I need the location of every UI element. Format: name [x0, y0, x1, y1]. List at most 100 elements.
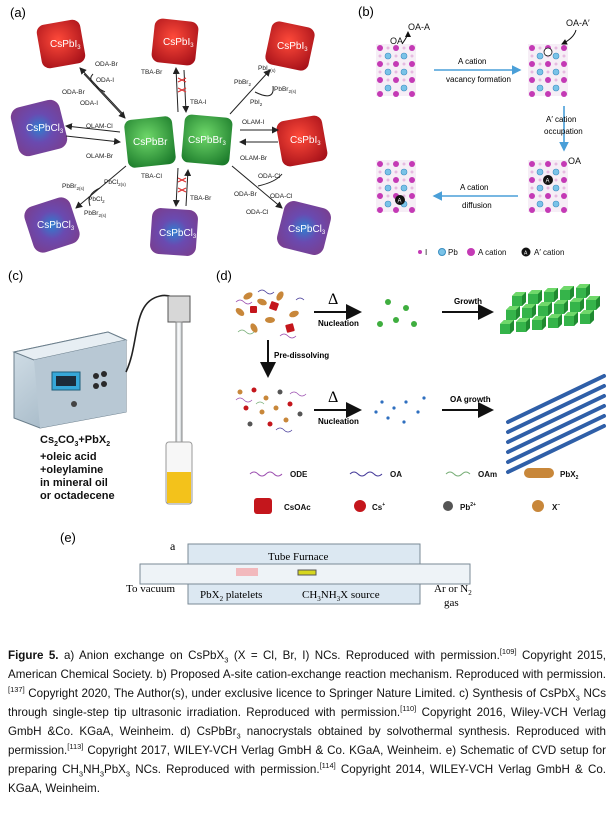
reaction-vial	[165, 441, 193, 505]
recipe-text: Cs2CO3+PbX2 +oleic acid +oleylamine in m…	[40, 434, 115, 503]
panel-b-legend: I Pb A cation A A′ cation	[418, 247, 564, 257]
nucleation-top: Nucleation	[318, 319, 359, 328]
crystal-cspbcl3-bottom: CsPbCl3	[150, 208, 198, 256]
svg-text:CsPbI3: CsPbI3	[277, 41, 308, 53]
svg-text:PbI2: PbI2	[250, 99, 263, 107]
svg-text:X−: X−	[552, 502, 560, 512]
crystal-cspbi3-top: CsPbI3	[151, 18, 199, 66]
svg-text:TBA-Br: TBA-Br	[190, 195, 212, 202]
nucleation-bottom: Nucleation	[318, 417, 359, 426]
crystal-cspbcl3-bottomright: CsPbCl3	[277, 201, 331, 255]
step3-top: A cation	[460, 183, 488, 192]
svg-text:A: A	[398, 199, 402, 205]
svg-text:CsPbI3: CsPbI3	[290, 135, 321, 147]
svg-text:TBA-I: TBA-I	[190, 99, 207, 106]
crystal-cspbcl3-bottomleft: CsPbCl3	[24, 197, 80, 253]
svg-text:ODA-Br: ODA-Br	[62, 89, 86, 96]
svg-text:PbBr2(s): PbBr2(s)	[84, 210, 107, 218]
svg-text:ODA-Cl: ODA-Cl	[270, 193, 293, 200]
panel-e-figure: (e) a Tube Furnace To vacuum PbX2 platel…	[60, 530, 472, 609]
delta-top: Δ	[328, 291, 338, 308]
nanocube-array	[500, 284, 600, 334]
svg-text:TBA-Br: TBA-Br	[141, 69, 163, 76]
svg-text:CsPbCl3: CsPbCl3	[159, 228, 197, 240]
svg-text:ODA-Br: ODA-Br	[95, 61, 119, 68]
svg-text:A: A	[546, 179, 550, 185]
step2-bottom: occupation	[544, 127, 583, 136]
probe-tip	[175, 321, 183, 459]
to-vacuum-label: To vacuum	[126, 583, 175, 595]
svg-text:I: I	[425, 248, 427, 257]
svg-text:ODA-Cl: ODA-Cl	[246, 209, 269, 216]
precursor-mixture-top	[235, 289, 305, 339]
delta-bottom: Δ	[328, 389, 338, 406]
svg-text:CsPbCl3: CsPbCl3	[37, 220, 75, 232]
svg-text:ODA-Br: ODA-Br	[234, 191, 258, 198]
svg-text:Pb2+: Pb2+	[460, 502, 476, 512]
svg-text:OA: OA	[390, 470, 402, 479]
svg-text:OLAM-Br: OLAM-Br	[86, 153, 114, 160]
crystal-cspbi3-topright: CsPbI3	[265, 21, 315, 71]
svg-text:CsPbI3: CsPbI3	[50, 39, 81, 51]
svg-text:A: A	[524, 251, 528, 257]
crystal-cspbbr3-left: CsPbBr	[124, 116, 176, 168]
svg-text:OLAM-Br: OLAM-Br	[240, 155, 268, 162]
lattice-occupation	[527, 159, 569, 214]
panel-a-reagent-labels: ODA-Br ODA-I ODA-Br ODA-I TBA-Br TBA-I P…	[62, 61, 297, 218]
oa-a-label: OA-A	[408, 22, 430, 32]
panel-a-figure: (a) CsPbI3 CsPbI3 CsPbI3 CsPbI3 CsPbCl3 …	[10, 5, 331, 256]
svg-text:A′ cation: A′ cation	[534, 248, 564, 257]
svg-text:PbX2: PbX2	[560, 470, 579, 481]
nuclei-bottom	[374, 396, 426, 424]
step1-top: A cation	[458, 57, 486, 66]
crystal-cspbcl3-left: CsPbCl3	[10, 99, 68, 157]
svg-text:CsPbI3: CsPbI3	[163, 37, 194, 49]
svg-text:PbCl2(s): PbCl2(s)	[104, 179, 126, 187]
svg-text:ODA-Cl: ODA-Cl	[258, 173, 281, 180]
svg-text:OLAM-Cl: OLAM-Cl	[86, 123, 113, 130]
panel-b-figure: (b) A A OA-A OA OA-A′ OA A cation vacanc…	[358, 4, 590, 257]
nanowire-bundle	[506, 374, 606, 474]
ch3nh3x-source	[297, 569, 317, 576]
panel-d-label: (d)	[216, 268, 232, 283]
panel-d-legend: ODE OA OAm PbX2 CsOAc Cs+ Pb2+ X−	[249, 468, 579, 514]
ultrasonic-processor	[12, 331, 128, 429]
svg-text:PbCl2: PbCl2	[88, 196, 105, 204]
svg-text:CsOAc: CsOAc	[284, 503, 311, 512]
oa-a-prime-label: OA-A′	[566, 18, 590, 28]
svg-text:Cs+: Cs+	[372, 502, 385, 512]
svg-text:Pb: Pb	[448, 248, 458, 257]
step3-bottom: diffusion	[462, 201, 492, 210]
nuclei-top	[377, 299, 417, 327]
svg-text:CsPbCl3: CsPbCl3	[26, 123, 64, 135]
panel-c-figure: (c)	[8, 268, 193, 505]
probe-head	[167, 295, 191, 323]
svg-text:PbI2(s): PbI2(s)	[258, 65, 276, 73]
panel-e-a: a	[170, 539, 176, 553]
crystal-cspbi3-topleft: CsPbI3	[36, 19, 86, 69]
svg-text:A cation: A cation	[478, 248, 506, 257]
lattice-initial	[375, 43, 417, 98]
platelets-label: PbX2 platelets	[200, 589, 262, 603]
svg-text:CsPbBr: CsPbBr	[133, 137, 168, 148]
svg-text:ODE: ODE	[290, 470, 308, 479]
panel-a-arrows	[65, 67, 283, 209]
panel-c-label: (c)	[8, 268, 23, 283]
predissolving-label: Pre-dissolving	[274, 351, 329, 360]
oa-label-2: OA	[568, 156, 581, 166]
svg-text:PbBr2: PbBr2	[234, 79, 251, 87]
oa-growth-label: OA growth	[450, 395, 491, 404]
svg-text:PbBr2(s): PbBr2(s)	[274, 86, 297, 94]
gas-label: Ar or N2	[434, 583, 472, 597]
source-label: CH3NH3X source	[302, 589, 380, 603]
crystal-cspbbr3-right: CsPbBr3	[181, 114, 233, 166]
svg-text:OLAM-I: OLAM-I	[242, 119, 265, 126]
tube-furnace-label: Tube Furnace	[268, 551, 329, 563]
figure-caption: Figure 5. a) Anion exchange on CsPbX3 (X…	[8, 647, 607, 795]
pbx2-platelets	[236, 568, 258, 576]
svg-text:ODA-I: ODA-I	[80, 100, 98, 107]
oa-label-1: OA	[390, 36, 403, 46]
growth-label: Growth	[454, 297, 482, 306]
precursor-mixture-bottom	[235, 387, 307, 433]
step1-bottom: vacancy formation	[446, 75, 511, 84]
